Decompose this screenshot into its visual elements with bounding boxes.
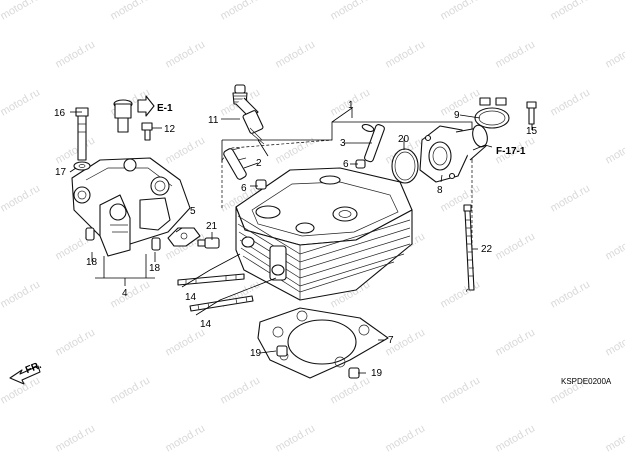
watermark-text: motod.ru bbox=[383, 422, 427, 454]
bolt-16 bbox=[75, 107, 89, 161]
watermark-text: motod.ru bbox=[163, 422, 207, 454]
watermark-text: motod.ru bbox=[603, 38, 625, 70]
callout-4: 4 bbox=[122, 288, 128, 299]
watermark-text: motod.ru bbox=[53, 422, 97, 454]
watermark-text: motod.ru bbox=[548, 278, 592, 310]
washer-17 bbox=[73, 161, 91, 171]
watermark-text: motod.ru bbox=[603, 326, 625, 358]
watermark-text: motod.ru bbox=[493, 38, 537, 70]
watermark-text: motod.ru bbox=[53, 38, 97, 70]
o-ring-20 bbox=[391, 148, 419, 184]
callout-2: 2 bbox=[256, 158, 262, 169]
intake-pipe bbox=[419, 124, 488, 183]
callout-18a: 18 bbox=[86, 257, 98, 268]
callout-22: 22 bbox=[481, 244, 493, 255]
callout-18b: 18 bbox=[149, 263, 161, 274]
valve-guide-3 bbox=[361, 123, 385, 163]
bolt-12 bbox=[141, 122, 153, 141]
callout-16: 16 bbox=[54, 108, 66, 119]
callout-14a: 14 bbox=[185, 292, 197, 303]
callout-6b: 6 bbox=[343, 159, 349, 170]
valve-guide-2 bbox=[223, 147, 247, 180]
spark-plug bbox=[232, 84, 269, 157]
watermark-text: motod.ru bbox=[438, 0, 482, 23]
e1-component bbox=[113, 99, 133, 133]
callout-9: 9 bbox=[454, 110, 460, 121]
watermark-text: motod.ru bbox=[53, 134, 97, 166]
direction-label: FR. bbox=[24, 360, 43, 376]
watermark-text: motod.ru bbox=[328, 374, 372, 406]
callout-3: 3 bbox=[340, 138, 346, 149]
watermark-text: motod.ru bbox=[53, 326, 97, 358]
watermark-text: motod.ru bbox=[273, 38, 317, 70]
callout-20: 20 bbox=[398, 134, 410, 145]
watermark-text: motod.ru bbox=[493, 230, 537, 262]
rocker-arm bbox=[167, 227, 201, 247]
reference-arrow-e1 bbox=[137, 95, 155, 117]
watermark-text: motod.ru bbox=[603, 422, 625, 454]
watermark-text: motod.ru bbox=[438, 86, 482, 118]
watermark-text: motod.ru bbox=[548, 0, 592, 23]
bolt-21 bbox=[197, 237, 220, 249]
watermark-text: motod.ru bbox=[493, 326, 537, 358]
cylinder-head bbox=[235, 167, 413, 301]
callout-14b: 14 bbox=[200, 319, 212, 330]
head-gasket bbox=[257, 307, 389, 379]
watermark-text: motod.ru bbox=[603, 134, 625, 166]
watermark-text: motod.ru bbox=[0, 278, 42, 310]
callout-19b: 19 bbox=[371, 368, 383, 379]
watermark-text: motod.ru bbox=[108, 278, 152, 310]
callout-12: 12 bbox=[164, 124, 176, 135]
reference-f17-1: F-17-1 bbox=[496, 146, 526, 157]
dowel-19 bbox=[276, 345, 360, 379]
watermark-text: motod.ru bbox=[383, 38, 427, 70]
watermark-text: motod.ru bbox=[438, 374, 482, 406]
reference-e1: E-1 bbox=[157, 103, 173, 114]
callout-17: 17 bbox=[55, 167, 67, 178]
callout-7: 7 bbox=[388, 335, 394, 346]
callout-11: 11 bbox=[208, 115, 219, 126]
callout-labels: 1 2 3 4 5 6 6 7 8 9 11 12 14 14 15 16 17… bbox=[54, 100, 538, 379]
callout-8: 8 bbox=[437, 185, 443, 196]
direction-arrow-fr bbox=[9, 365, 41, 385]
diagram-code: KSPDE0200A bbox=[561, 377, 612, 386]
watermark-text: motod.ru bbox=[493, 422, 537, 454]
watermark-text: motod.ru bbox=[548, 182, 592, 214]
bolt-15 bbox=[526, 101, 537, 130]
watermark-text: motod.ru bbox=[163, 326, 207, 358]
hose-clamp bbox=[474, 97, 510, 129]
watermark-text: motod.ru bbox=[438, 182, 482, 214]
watermark-text: motod.ru bbox=[328, 0, 372, 23]
watermark-text: motod.ru bbox=[108, 374, 152, 406]
leader-lines bbox=[69, 111, 533, 374]
stud-bolt-14 bbox=[177, 273, 254, 312]
watermark-text: motod.ru bbox=[218, 0, 262, 23]
watermark-text: motod.ru bbox=[0, 182, 42, 214]
watermark-text: motod.ru bbox=[273, 422, 317, 454]
watermark-text: motod.ru bbox=[163, 134, 207, 166]
watermark-text: motod.ru bbox=[108, 0, 152, 23]
watermark-text: motod.ru bbox=[603, 230, 625, 262]
watermark-text: motod.ru bbox=[548, 86, 592, 118]
stud-bolt-22 bbox=[463, 204, 475, 291]
callout-6a: 6 bbox=[241, 183, 247, 194]
watermark-text: motod.ru bbox=[218, 374, 262, 406]
callout-1: 1 bbox=[348, 100, 354, 111]
watermark-text: motod.ru bbox=[0, 86, 42, 118]
watermark-text: motod.ru bbox=[0, 0, 42, 23]
dowel-18 bbox=[85, 227, 161, 251]
watermark-text: motod.ru bbox=[163, 38, 207, 70]
rocker-arm-holder bbox=[71, 157, 191, 257]
callout-21: 21 bbox=[206, 221, 218, 232]
watermark-text: motod.ru bbox=[438, 278, 482, 310]
callout-5: 5 bbox=[190, 206, 196, 217]
callout-19a: 19 bbox=[250, 348, 262, 359]
watermark-text: motod.ru bbox=[273, 134, 317, 166]
callout-15: 15 bbox=[526, 126, 538, 137]
